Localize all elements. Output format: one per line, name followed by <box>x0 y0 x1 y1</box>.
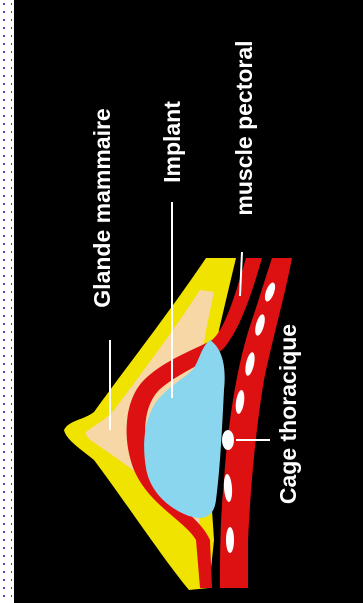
label-glande-mammaire: Glande mammaire <box>89 108 115 307</box>
rib <box>226 527 234 553</box>
label-implant: Implant <box>159 101 185 183</box>
rib <box>222 430 234 450</box>
breast-anatomy-diagram: Glande mammaire Implant muscle pectoral … <box>14 0 363 603</box>
label-cage-thoracique: Cage thoracique <box>275 324 301 504</box>
diagram-frame: Glande mammaire Implant muscle pectoral … <box>14 0 363 603</box>
label-muscle-pectoral: muscle pectoral <box>231 40 257 215</box>
dotted-border <box>0 0 12 603</box>
